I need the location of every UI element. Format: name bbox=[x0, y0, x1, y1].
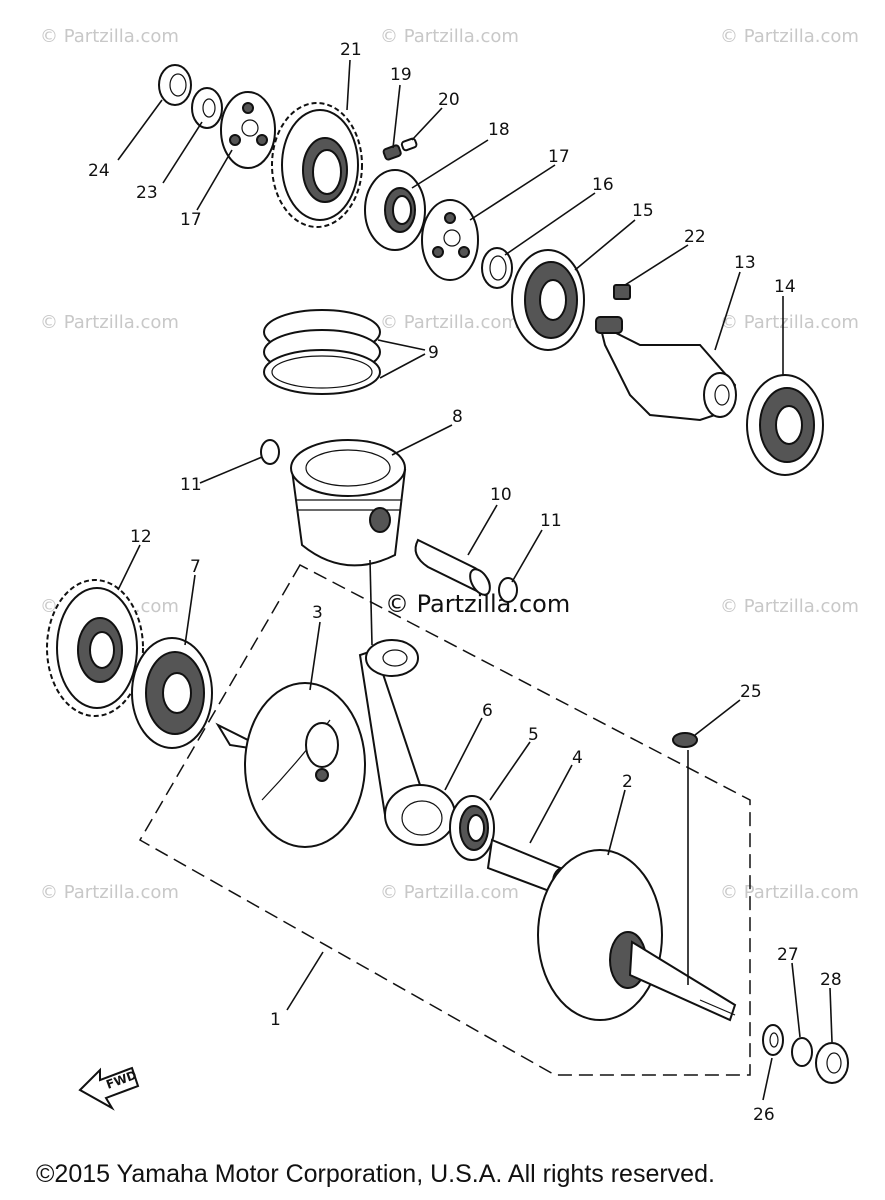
part-17-plate bbox=[421, 199, 479, 281]
callout-14: 14 bbox=[774, 277, 796, 297]
callout-16: 16 bbox=[592, 175, 614, 195]
watermark: © Partzilla.com bbox=[720, 26, 859, 47]
crankshaft-assembly-outline bbox=[138, 564, 751, 1076]
callout-26: 26 bbox=[753, 1105, 775, 1125]
callout-12: 12 bbox=[130, 527, 152, 547]
watermark: © Partzilla.com bbox=[720, 596, 859, 617]
callout-28: 28 bbox=[820, 970, 842, 990]
callout-11-upper: 11 bbox=[180, 475, 202, 495]
part-13-balancer-shaft bbox=[595, 316, 737, 422]
part-7-bearing bbox=[131, 637, 213, 749]
watermark: © Partzilla.com bbox=[720, 312, 859, 333]
part-14-bearing bbox=[746, 374, 824, 476]
part-21-sprocket bbox=[271, 102, 363, 228]
watermark-layer: © Partzilla.com © Partzilla.com © Partzi… bbox=[40, 26, 859, 903]
callout-5: 5 bbox=[528, 725, 539, 745]
copyright-notice: ©2015 Yamaha Motor Corporation, U.S.A. A… bbox=[36, 1160, 715, 1188]
callout-24: 24 bbox=[88, 161, 110, 181]
watermark: © Partzilla.com bbox=[40, 26, 179, 47]
part-2-crank-half bbox=[537, 849, 737, 1022]
part-25-woodruff-key bbox=[672, 732, 698, 748]
part-18-hub bbox=[364, 169, 426, 251]
callout-13: 13 bbox=[734, 253, 756, 273]
callout-4: 4 bbox=[572, 748, 583, 768]
callout-9: 9 bbox=[428, 343, 439, 363]
part-9-piston-rings bbox=[263, 309, 381, 395]
part-10-piston-pin bbox=[414, 538, 491, 597]
callout-21: 21 bbox=[340, 40, 362, 60]
watermark: © Partzilla.com bbox=[380, 26, 519, 47]
forward-direction-arrow: FWD bbox=[78, 1066, 140, 1111]
callout-15: 15 bbox=[632, 201, 654, 221]
callout-8: 8 bbox=[452, 407, 463, 427]
part-24-nut bbox=[158, 64, 192, 106]
part-20-pin bbox=[400, 137, 418, 152]
callout-1: 1 bbox=[270, 1010, 281, 1030]
part-11-circlip bbox=[260, 439, 280, 465]
watermark: © Partzilla.com bbox=[40, 312, 179, 333]
callout-6: 6 bbox=[482, 701, 493, 721]
part-3-crank-half bbox=[215, 682, 366, 848]
part-16-washer bbox=[481, 247, 513, 289]
watermark: © Partzilla.com bbox=[720, 882, 859, 903]
part-5-needle-bearing bbox=[449, 795, 495, 861]
part-28-nut bbox=[815, 1042, 849, 1084]
callout-leader-lines bbox=[117, 59, 833, 1101]
callout-2: 2 bbox=[622, 772, 633, 792]
part-11-circlip bbox=[498, 577, 518, 603]
callout-18: 18 bbox=[488, 120, 510, 140]
part-19-spring bbox=[382, 144, 402, 161]
part-8-piston bbox=[290, 439, 407, 567]
part-15-bearing bbox=[511, 249, 585, 351]
callout-3: 3 bbox=[312, 603, 323, 623]
callout-20: 20 bbox=[438, 90, 460, 110]
callout-23: 23 bbox=[136, 183, 158, 203]
part-23-lock-washer bbox=[191, 87, 223, 129]
watermark: © Partzilla.com bbox=[40, 882, 179, 903]
part-22-key bbox=[613, 284, 631, 300]
part-27-lock-washer bbox=[791, 1037, 813, 1067]
callout-11-lower: 11 bbox=[540, 511, 562, 531]
watermark: © Partzilla.com bbox=[380, 882, 519, 903]
watermark-center: © Partzilla.com bbox=[385, 590, 570, 618]
crankshaft-piston-exploded-diagram: © Partzilla.com © Partzilla.com © Partzi… bbox=[40, 26, 859, 1125]
watermark: © Partzilla.com bbox=[380, 312, 519, 333]
callout-19: 19 bbox=[390, 65, 412, 85]
callout-10: 10 bbox=[490, 485, 512, 505]
callout-numbers: 1 2 3 4 5 6 7 8 9 10 11 11 12 13 14 15 1… bbox=[88, 40, 842, 1125]
callout-25: 25 bbox=[740, 682, 762, 702]
callout-22: 22 bbox=[684, 227, 706, 247]
callout-27: 27 bbox=[777, 945, 799, 965]
part-17-plate bbox=[220, 91, 276, 169]
part-26-washer bbox=[762, 1024, 784, 1056]
callout-17-right: 17 bbox=[548, 147, 570, 167]
callout-7: 7 bbox=[190, 557, 201, 577]
part-6-connecting-rod bbox=[358, 639, 456, 846]
part-12-gear bbox=[46, 579, 144, 717]
callout-17-left: 17 bbox=[180, 210, 202, 230]
